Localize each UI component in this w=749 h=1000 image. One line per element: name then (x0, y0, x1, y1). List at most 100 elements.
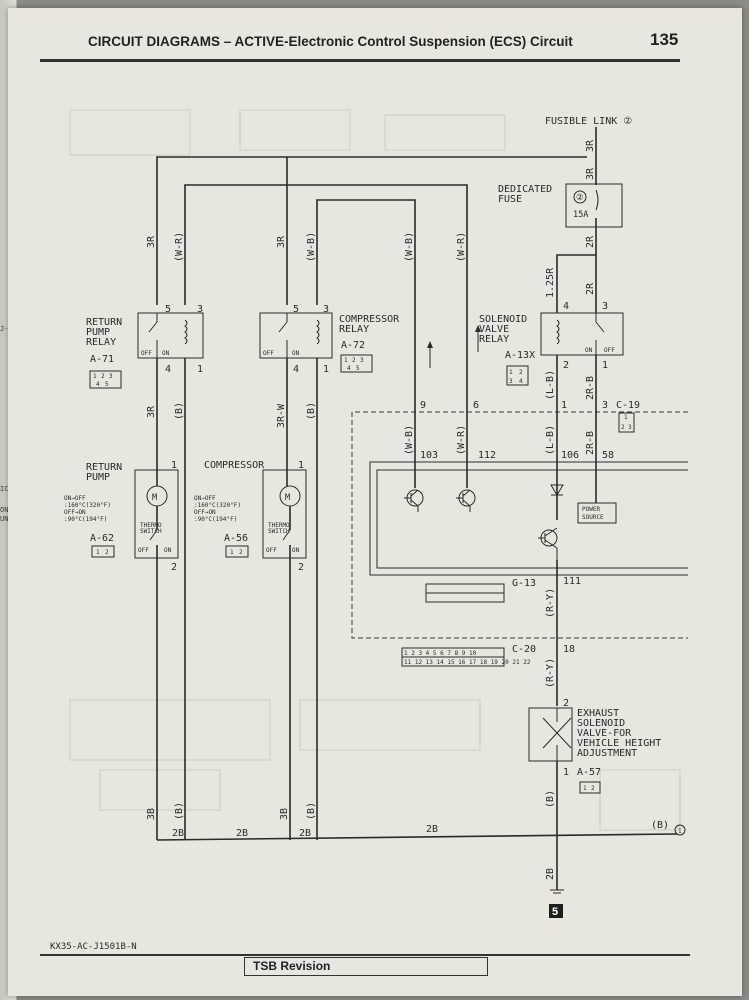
component-label: RELAY (86, 337, 116, 348)
pin-label: 3 (197, 304, 203, 315)
edge-text: J-1 (0, 325, 13, 333)
connector-pin: 1 (230, 549, 234, 556)
switch-state: OFF (266, 547, 277, 554)
component-label: COMPRESSOR (339, 314, 400, 325)
pin-label: 1 (563, 767, 569, 778)
thermo-spec: :160°C(320°F) (64, 502, 111, 509)
pin-label: 2 (563, 360, 569, 371)
switch-state: ON (292, 547, 300, 554)
connector-id: A-56 (224, 533, 248, 544)
pin-label: 4 (165, 364, 171, 375)
connector-id: G-13 (512, 578, 536, 589)
component-label: VEHICLE HEIGHT (577, 738, 661, 749)
edge-text: IC (0, 485, 9, 493)
connector-pin: 4 (96, 381, 100, 388)
wire-color: 3B (146, 808, 157, 820)
c20-pin-row: 11 12 13 14 15 16 17 18 19 20 21 22 (404, 659, 531, 666)
switch-state: OFF (604, 347, 615, 354)
component-label: VALVE-FOR (577, 728, 632, 739)
connector-pin: 2 (591, 785, 595, 792)
dedicated-fuse-label: DEDICATED (498, 184, 552, 195)
fuse-number: ② (576, 193, 584, 203)
switch-state: ON (292, 350, 300, 357)
power-source-label: SOURCE (582, 514, 604, 521)
fusible-link-label: FUSIBLE LINK ② (545, 116, 632, 127)
connector-id: A-72 (341, 340, 365, 351)
fuse-area: FUSIBLE LINK ② ② 15A DEDICATED FUSE 3R 3… (498, 116, 632, 298)
connector-id: A-71 (90, 354, 114, 365)
thermo-spec: OFF→ON (64, 509, 86, 516)
pin-label: 9 (420, 400, 426, 411)
wire-color: (B) (306, 402, 317, 420)
component-label: SOLENOID (577, 718, 625, 729)
connector-pin: 3 (360, 357, 364, 364)
connector-pin: 2 (101, 373, 105, 380)
ecu-unit (351, 411, 688, 639)
ecu-pin: 58 (602, 450, 614, 461)
header-rule (40, 59, 680, 62)
thermo-spec: ON→OFF (64, 495, 86, 502)
component-label: RETURN (86, 317, 122, 328)
pin-label: 5 (293, 304, 299, 315)
pin-label: 18 (563, 644, 575, 655)
power-bus (156, 127, 597, 412)
wire-color: 2R-B (585, 431, 596, 455)
thermo-switch-label: SWITCH (268, 528, 290, 535)
pin-label: 4 (293, 364, 299, 375)
page-header: CIRCUIT DIAGRAMS – ACTIVE-Electronic Con… (88, 30, 688, 56)
switch-state: OFF (138, 547, 149, 554)
wire-color: (W-R) (456, 232, 467, 262)
component-label: ADJUSTMENT (577, 748, 637, 759)
wire-color: 3R (146, 235, 157, 248)
page-title: CIRCUIT DIAGRAMS – ACTIVE-Electronic Con… (88, 34, 573, 49)
wire-color: 3B (279, 808, 290, 820)
connector-pin: 4 (347, 365, 351, 372)
power-source-label: POWER (582, 506, 600, 513)
ecu-pin: 106 (561, 450, 579, 461)
component-label: RELAY (479, 334, 509, 345)
c19-connector: C-19 1 2 3 (616, 400, 640, 433)
return-pump: M 1 2 THERMO SWITCH OFF ON RETURN PUMP O… (64, 460, 179, 840)
solenoid-valve-relay: 4 3 2 1 ON OFF SOLENOID VALVE RELAY A-13… (427, 301, 624, 386)
connector-pin: 4 (519, 378, 523, 385)
connector-pin: 3 (109, 373, 113, 380)
thermo-spec: :160°C(320°F) (194, 502, 241, 509)
wire-color: 3R (146, 405, 157, 418)
wire-color: 3R (585, 139, 596, 152)
wire-color: 2R (585, 282, 596, 295)
connector-id: C-19 (616, 400, 640, 411)
ecu-pin: 103 (420, 450, 438, 461)
switch-state: ON (585, 347, 593, 354)
thermo-switch-label: SWITCH (140, 528, 162, 535)
component-label: PUMP (86, 327, 110, 338)
ground-ref: 1 (678, 828, 682, 835)
pin-label: 6 (473, 400, 479, 411)
footer-rule (40, 954, 690, 956)
wire-color: (W-B) (404, 425, 415, 455)
fuse-rating: 15A (573, 210, 588, 220)
return-pump-relay: 5 3 4 1 OFF ON RETURN PUMP RELAY A-71 1 … (86, 304, 204, 389)
connector-pin: 3 (628, 424, 632, 431)
pin-label: 5 (165, 304, 171, 315)
wire-color: (R-Y) (545, 658, 556, 688)
compressor-relay: 5 3 4 1 OFF ON COMPRESSOR RELAY A-72 1 2… (259, 304, 400, 375)
pin-label: 3 (602, 400, 608, 411)
wire-color: (W-B) (306, 232, 317, 262)
switch-state: ON (164, 547, 172, 554)
ground-point: 5 (552, 906, 558, 918)
thermo-spec: :90°C(194°F) (194, 516, 237, 523)
component-label: COMPRESSOR (204, 460, 265, 471)
pin-label: 1 (171, 460, 177, 471)
component-label: SOLENOID (479, 314, 527, 325)
pin-label: 3 (323, 304, 329, 315)
connector-id: A-62 (90, 533, 114, 544)
connector-id: C-20 (512, 644, 536, 655)
switch-state: ON (162, 350, 170, 357)
pin-label: 2 (298, 562, 304, 573)
pin-label: 2 (563, 698, 569, 709)
pin-label: 1 (197, 364, 203, 375)
thermo-spec: :90°C(194°F) (64, 516, 107, 523)
connector-id: A-13X (505, 350, 535, 361)
